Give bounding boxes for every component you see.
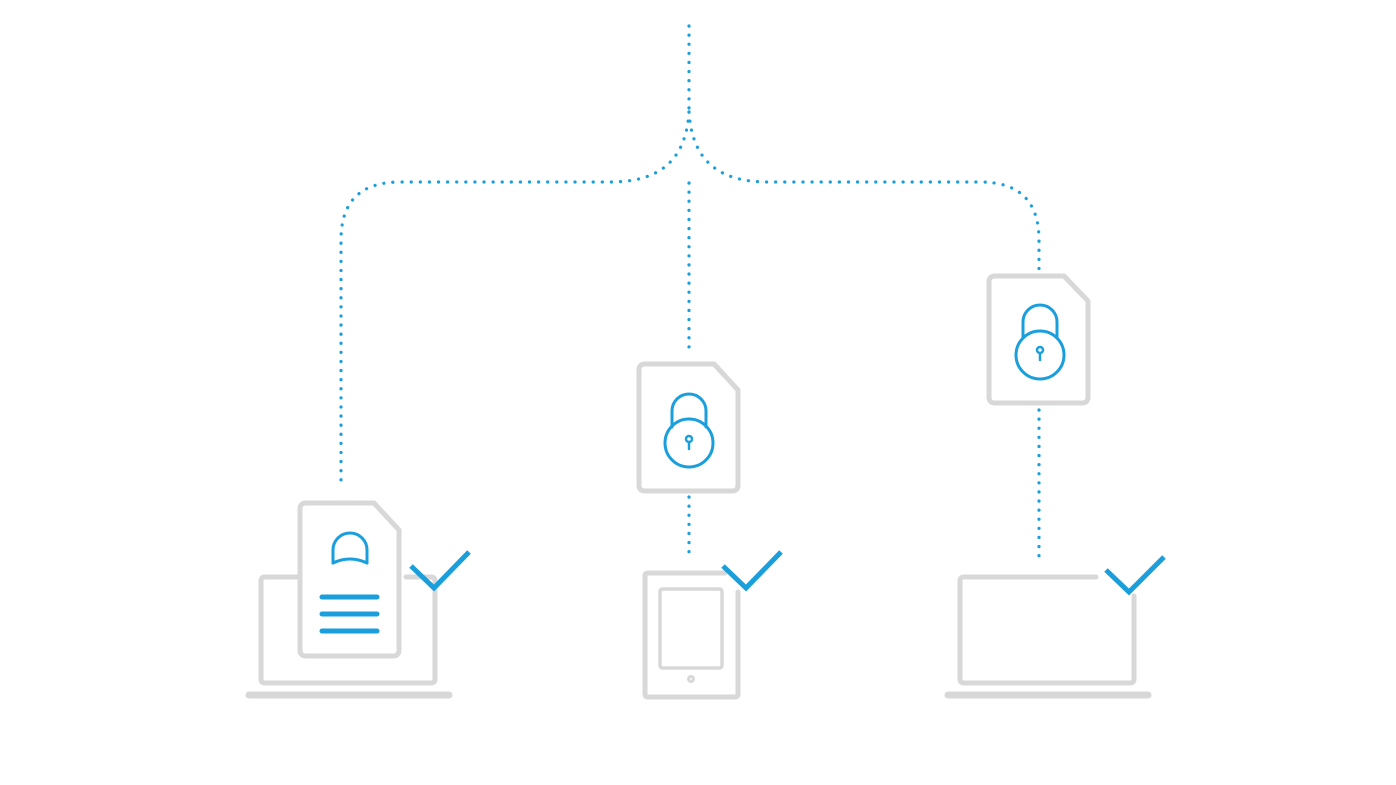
open-shackle-icon bbox=[331, 531, 369, 565]
locked-file-icon bbox=[986, 273, 1091, 406]
unlocked-document-icon bbox=[297, 500, 402, 659]
padlock-icon bbox=[1014, 303, 1066, 381]
connection-lines bbox=[339, 24, 1041, 558]
check-icon bbox=[721, 550, 783, 592]
laptop-icon bbox=[944, 574, 1152, 699]
branch-line-right bbox=[687, 110, 1041, 274]
right-branch bbox=[944, 273, 1166, 699]
check-icon bbox=[1104, 555, 1166, 596]
tablet-icon bbox=[642, 570, 741, 700]
left-branch bbox=[245, 500, 471, 699]
locked-file-icon bbox=[636, 361, 741, 494]
check-icon bbox=[409, 550, 471, 592]
laptop-icon bbox=[245, 574, 453, 699]
padlock-icon bbox=[663, 392, 715, 469]
center-branch bbox=[636, 361, 783, 700]
